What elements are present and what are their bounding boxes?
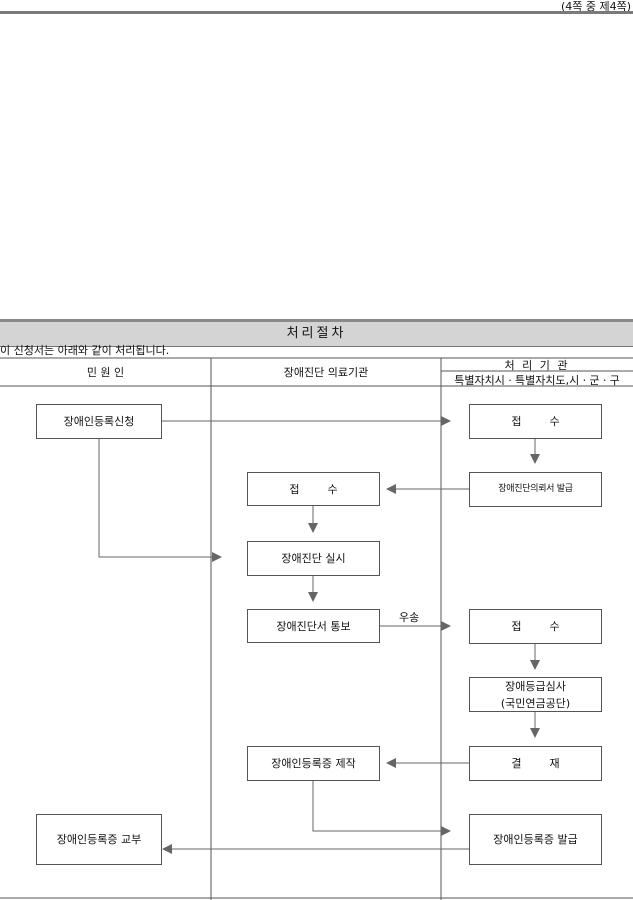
page-number: (4쪽 중 제4쪽) [560, 0, 631, 13]
mail-label: 우송 [399, 611, 420, 624]
step-card-make: 장애인등록증 제작 [247, 746, 380, 781]
column-agency-title: 처 리 기 관 [504, 359, 570, 372]
step-diagnosis: 장애진단 실시 [247, 541, 380, 576]
column-applicant: 민 원 인 [86, 366, 125, 379]
column-agency-sub: 특별자치시ㆍ특별자치도,시ㆍ군ㆍ구 [454, 374, 620, 387]
step-grade-review: 장애등급심사 (국민연금공단) [469, 677, 602, 712]
step-notify: 장애진단서 통보 [247, 609, 380, 643]
step-approval: 결 재 [469, 746, 602, 781]
section-title: 처리절차 [0, 319, 633, 347]
step-receipt-agency-1: 접 수 [469, 404, 602, 439]
step-issue-request: 장애진단의뢰서 발급 [469, 472, 602, 507]
step-apply: 장애인등록신청 [36, 404, 162, 439]
step-receipt-medical: 접 수 [247, 472, 380, 506]
step-card-issue: 장애인등록증 발급 [469, 814, 602, 865]
step-card-deliver: 장애인등록증 교부 [36, 814, 162, 865]
intro-text: 이 신청서는 아래와 같이 처리됩니다. [0, 344, 170, 357]
column-medical: 장애진단 의료기관 [283, 366, 369, 379]
top-rule [0, 11, 633, 14]
step-receipt-agency-2: 접 수 [469, 609, 602, 644]
